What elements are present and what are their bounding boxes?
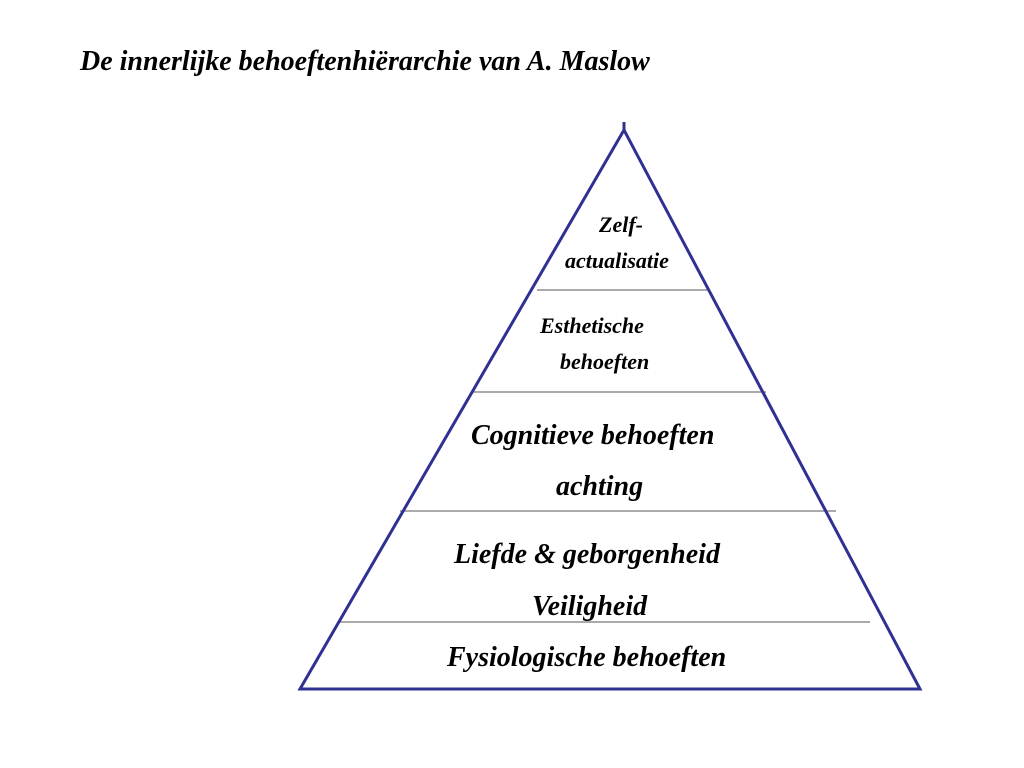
level-physiological-line1: Fysiologische behoeften — [447, 642, 727, 673]
level-self-actualization-line1: Zelf- — [599, 212, 643, 237]
level-aesthetic-line1: Esthetische — [540, 313, 644, 338]
level-love-line2: Veiligheid — [532, 591, 648, 622]
level-love-line1: Liefde & geborgenheid — [454, 539, 720, 570]
pyramid-outline — [297, 122, 923, 691]
slide-title: De innerlijke behoeftenhiërarchie van A.… — [80, 46, 650, 77]
level-aesthetic-line2: behoeften — [560, 349, 650, 374]
level-cognitive-line1: Cognitieve behoeften — [471, 420, 715, 451]
level-cognitive-line2: achting — [556, 471, 644, 502]
level-self-actualization-line2: actualisatie — [565, 248, 669, 273]
